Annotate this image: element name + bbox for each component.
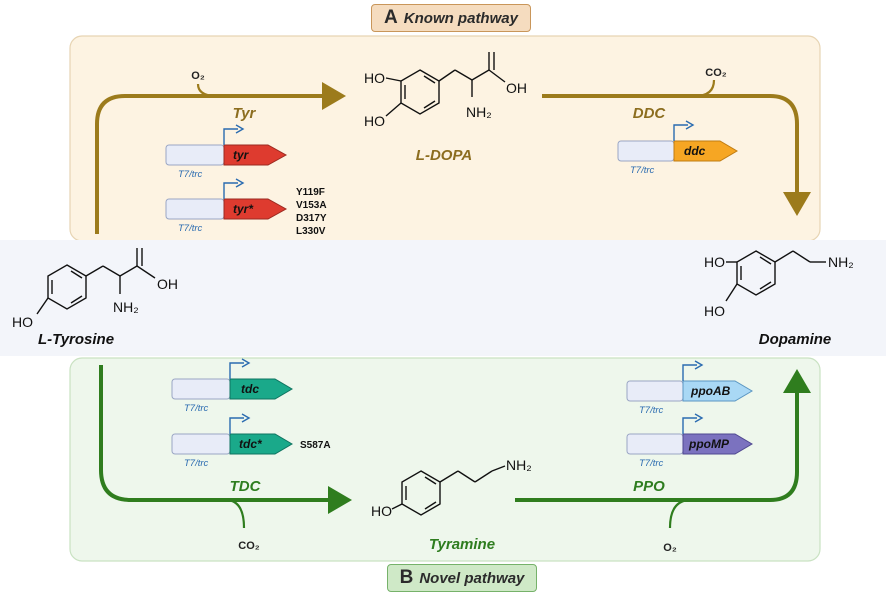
co2-output-curve xyxy=(694,79,716,98)
ppo-reaction-arrow xyxy=(515,369,811,502)
ddc-promoter-label: T7/trc xyxy=(630,165,655,176)
tyrosine-label: L-Tyrosine xyxy=(38,331,114,348)
tyrosine-nh2: NH₂ xyxy=(113,299,139,315)
tdc-construct: tdc T7/trc xyxy=(171,358,293,414)
ldopa-ho-upper: HO xyxy=(364,70,385,86)
tdc-reaction-arrow xyxy=(99,365,352,514)
tyr-mutation-1: Y119F xyxy=(296,187,325,198)
tyr-mutation-2: V153A xyxy=(296,200,327,211)
tdc-mutation-1: S587A xyxy=(300,440,331,451)
tyr-mutant-promoter-label: T7/trc xyxy=(178,223,203,234)
co2-bottom-label: CO₂ xyxy=(238,540,260,552)
dopamine-structure xyxy=(725,250,826,302)
tdc-promoter-label: T7/trc xyxy=(184,403,209,414)
ppo-enzyme-label: PPO xyxy=(633,478,665,495)
known-pathway-title: Known pathway xyxy=(403,9,518,27)
co2-top-label: CO₂ xyxy=(705,67,727,79)
tyr-mutant-construct: tyr* T7/trc Y119F V153A D317Y L330V xyxy=(165,178,327,237)
ldopa-ho-lower: HO xyxy=(364,113,385,129)
tyr-construct: tyr T7/trc xyxy=(165,124,288,180)
tyrosine-oh: OH xyxy=(157,276,178,292)
tyr-enzyme-label: Tyr xyxy=(233,105,257,122)
ddc-gene-label: ddc xyxy=(684,144,706,158)
compound-band xyxy=(0,240,886,356)
ddc-enzyme-label: DDC xyxy=(633,105,667,122)
ppomp-promoter-label: T7/trc xyxy=(639,458,664,469)
o2-top-label: O₂ xyxy=(191,70,205,82)
tyrosine-ho: HO xyxy=(12,314,33,330)
ldopa-structure xyxy=(385,52,506,117)
tyrosine-structure xyxy=(36,248,156,315)
tyramine-structure xyxy=(391,465,506,516)
panel-letter-a: A xyxy=(384,7,398,28)
ppoab-construct: ppoAB T7/trc xyxy=(626,360,753,416)
panel-letter-b: B xyxy=(399,567,414,588)
novel-pathway-label: B Novel pathway xyxy=(387,564,537,592)
dopamine-ho-upper: HO xyxy=(704,254,725,270)
ppomp-gene-label: ppoMP xyxy=(688,437,730,451)
known-pathway-label: A Known pathway xyxy=(371,4,531,32)
dopamine-nh2: NH₂ xyxy=(828,254,854,270)
dopamine-ho-lower: HO xyxy=(704,303,725,319)
tyr-gene-label: tyr xyxy=(233,148,250,162)
tdc-mutant-gene-label: tdc* xyxy=(239,437,263,451)
co2-release-curve xyxy=(227,498,246,529)
ldopa-label: L-DOPA xyxy=(416,147,472,164)
tdc-enzyme-label: TDC xyxy=(230,478,262,495)
tyr-promoter-label: T7/trc xyxy=(178,169,203,180)
o2-uptake-curve xyxy=(668,498,689,529)
dopamine-label: Dopamine xyxy=(759,331,832,348)
tyr-reaction-arrow xyxy=(95,82,346,234)
tdc-mutant-promoter-label: T7/trc xyxy=(184,458,209,469)
ppoab-promoter-label: T7/trc xyxy=(639,405,664,416)
tdc-gene-label: tdc xyxy=(241,382,259,396)
tyr-mutation-3: D317Y xyxy=(296,213,327,224)
tyramine-ho: HO xyxy=(371,503,392,519)
tdc-mutant-construct: tdc* T7/trc S587A xyxy=(171,413,331,469)
ddc-reaction-arrow xyxy=(542,94,811,216)
tyramine-label: Tyramine xyxy=(429,536,495,553)
o2-input-curve xyxy=(196,83,215,98)
ppoab-gene-label: ppoAB xyxy=(690,384,731,398)
ldopa-nh2: NH₂ xyxy=(466,104,492,120)
ppomp-construct: ppoMP T7/trc xyxy=(626,413,753,469)
ddc-construct: ddc T7/trc xyxy=(617,120,738,176)
tyr-mutation-4: L330V xyxy=(296,226,326,237)
ldopa-oh: OH xyxy=(506,80,527,96)
tyr-mutant-gene-label: tyr* xyxy=(233,202,254,216)
novel-pathway-title: Novel pathway xyxy=(419,569,525,587)
o2-bottom-label: O₂ xyxy=(663,542,677,554)
tyramine-nh2: NH₂ xyxy=(506,457,532,473)
novel-pathway-panel xyxy=(69,357,821,562)
